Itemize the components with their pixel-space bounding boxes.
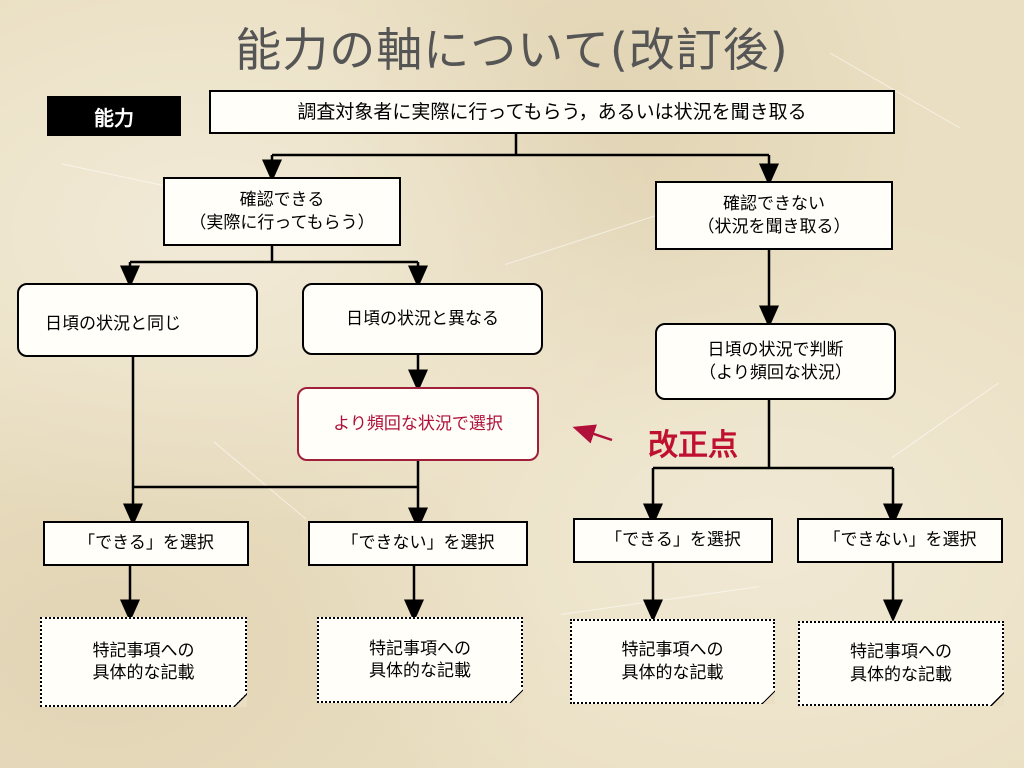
can-confirm-line1: 確認できる [239, 190, 325, 211]
cannot-confirm-line1: 確認できない [723, 194, 825, 215]
can-confirm-line2: （実際に行ってもらう） [189, 212, 375, 233]
special-note-line2: 具体的な記載 [369, 661, 471, 681]
special-note-box-3: 特記事項への 具体的な記載 [570, 619, 775, 704]
different-from-usual-box: 日頃の状況と異なる [302, 283, 543, 355]
cannot-confirm-box: 確認できない （状況を聞き取る） [655, 181, 893, 250]
special-note-line1: 特記事項への [92, 640, 195, 661]
special-note-line2: 具体的な記載 [850, 664, 952, 685]
select-can-box-1: 「できる」を選択 [43, 521, 249, 566]
special-note-line1: 特記事項への [369, 638, 471, 659]
cannot-confirm-line2: （状況を聞き取る） [697, 216, 851, 237]
page-title: 能力の軸について(改訂後) [235, 23, 789, 77]
ability-label: 能力 [47, 96, 181, 136]
special-note-line1: 特記事項への [850, 642, 952, 663]
select-cannot-box-1: 「できない」を選択 [308, 521, 528, 566]
special-note-box-4: 特記事項への 具体的な記載 [798, 621, 1004, 706]
select-can-box-2: 「できる」を選択 [573, 518, 773, 563]
revision-point-label: 改正点 [648, 428, 738, 463]
judge-usual-box: 日頃の状況で判断 （より頻回な状況） [655, 323, 896, 400]
can-confirm-box: 確認できる （実際に行ってもらう） [163, 177, 401, 246]
special-note-line2: 具体的な記載 [621, 662, 724, 683]
judge-usual-line2: （より頻回な状況） [699, 362, 852, 383]
special-note-line2: 具体的な記載 [92, 663, 195, 683]
special-note-box-1: 特記事項への 具体的な記載 [40, 617, 247, 707]
same-as-usual-box: 日頃の状況と同じ [17, 283, 258, 357]
special-note-line1: 特記事項への [621, 640, 724, 661]
special-note-box-2: 特記事項への 具体的な記載 [317, 617, 523, 703]
judge-usual-line1: 日頃の状況で判断 [707, 340, 844, 361]
more-frequent-box: より頻回な状況で選択 [297, 387, 539, 461]
select-cannot-box-2: 「できない」を選択 [797, 518, 1003, 563]
top-box: 調査対象者に実際に行ってもらう，あるいは状況を聞き取る [209, 90, 895, 134]
